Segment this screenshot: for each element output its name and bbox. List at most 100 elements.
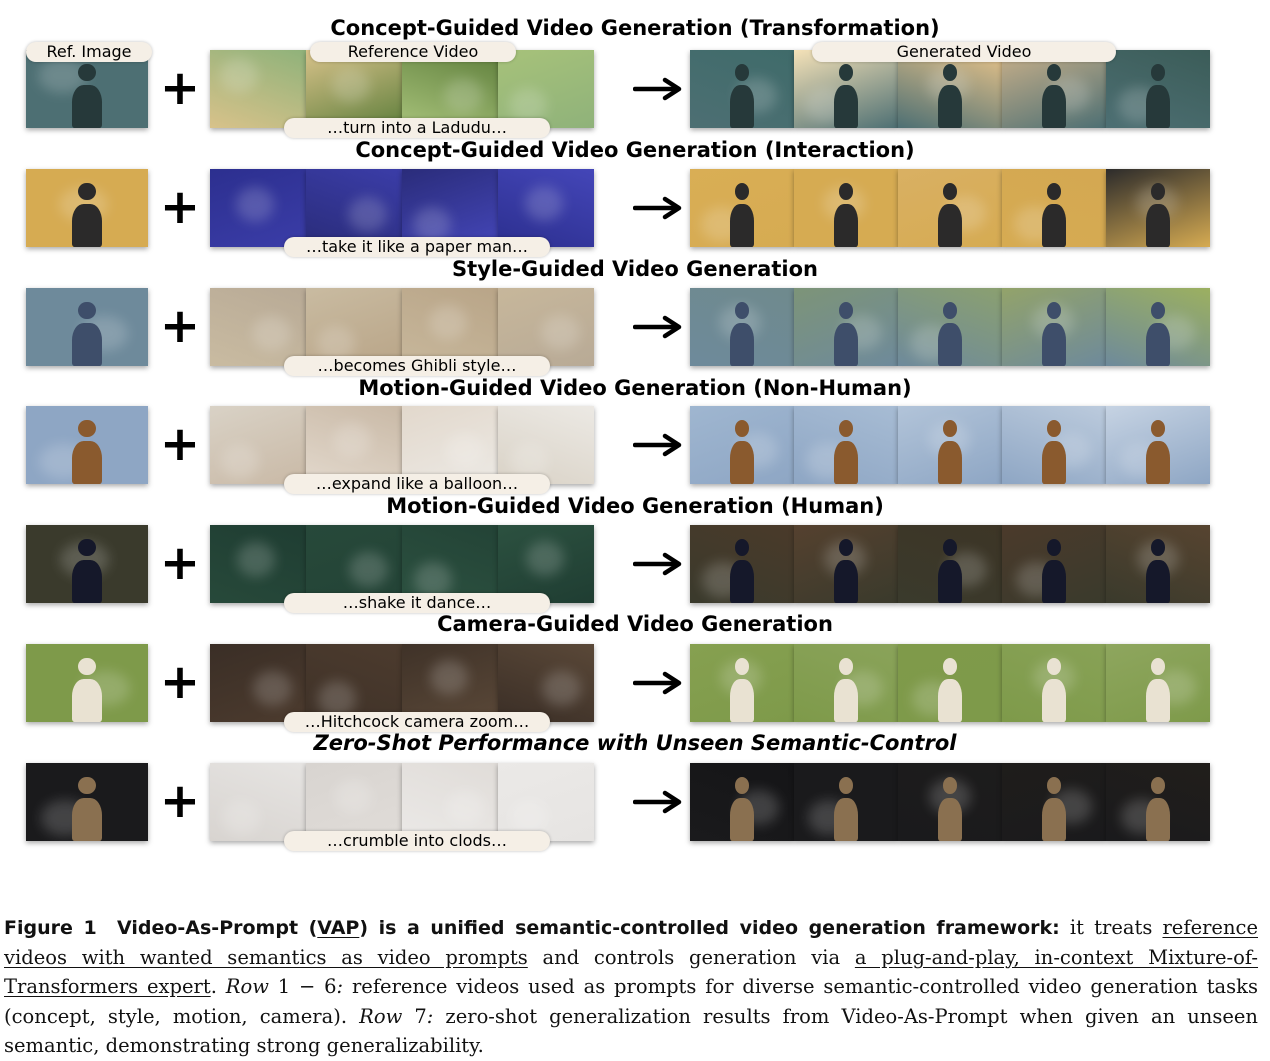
frame-highlight [252, 316, 291, 352]
subject-head [78, 658, 96, 676]
reference-video-frame [306, 406, 402, 484]
reference-video-frame [402, 169, 498, 247]
arrow-right-icon [633, 552, 682, 576]
subject-head [942, 539, 958, 557]
reference-image [26, 50, 148, 128]
subject-body [1041, 560, 1067, 603]
generated-video-frame [690, 525, 794, 603]
figure-label: Figure 1 [4, 916, 97, 939]
subject-body [1145, 798, 1171, 841]
frame-highlight [235, 186, 275, 223]
reference-video-frame [210, 763, 306, 841]
row-title: Style-Guided Video Generation [452, 257, 818, 281]
reference-video-frame [498, 288, 594, 366]
reference-video-frame [306, 50, 402, 128]
subject-head [838, 539, 854, 557]
arrow-right-icon [633, 315, 682, 339]
frame-highlight [508, 88, 547, 124]
subject-body [729, 85, 755, 128]
subject-head [838, 64, 854, 82]
generated-video-frame [1002, 644, 1106, 722]
frame-highlight [349, 552, 388, 588]
subject-body [1145, 560, 1171, 603]
generated-video-frame [898, 406, 1002, 484]
arrow-right-icon [633, 671, 682, 695]
subject-body [833, 441, 859, 484]
subject-head [942, 64, 958, 82]
subject-head [1046, 64, 1062, 82]
subject-body [937, 798, 963, 841]
caption-text: 1 − 6 [268, 975, 337, 999]
subject-body [729, 679, 755, 722]
subject-body [72, 441, 102, 484]
frame-highlight [236, 542, 276, 578]
subject-body [1041, 798, 1067, 841]
caption-text: it treats [1059, 915, 1163, 939]
caption-underline-2: a plug-and-play, in-context Mixture-of-T… [4, 945, 1259, 999]
figure-caption: Figure 1 Video-As-Prompt (VAP) is a unif… [4, 913, 1258, 1061]
row-title: Concept-Guided Video Generation (Transfo… [330, 16, 940, 40]
subject-head [78, 64, 96, 82]
subject-head [942, 302, 958, 320]
subject-head [78, 777, 96, 795]
frame-highlight [220, 444, 259, 480]
subject-body [937, 204, 963, 247]
frame-highlight [541, 315, 580, 351]
generated-video-frame [1106, 525, 1210, 603]
subject-head [942, 777, 958, 795]
subject-body [1145, 85, 1171, 128]
subject-head [942, 658, 958, 676]
reference-video-frame [210, 525, 306, 603]
frame-highlight [331, 67, 371, 104]
reference-video-frame [210, 288, 306, 366]
generated-video-frame [794, 525, 898, 603]
subject-body [72, 679, 102, 722]
generated-video-frame [1106, 50, 1210, 128]
subject-body [1145, 204, 1171, 247]
generated-video-frame [1106, 406, 1210, 484]
generated-video-frame [1106, 288, 1210, 366]
frame-highlight [333, 779, 373, 815]
plus-sign: + [159, 654, 201, 710]
arrow-right-icon [633, 196, 682, 220]
subject-body [72, 560, 102, 603]
subject-body [937, 560, 963, 603]
reference-video-frame [402, 50, 498, 128]
frame-highlight [525, 541, 565, 577]
subject-body [937, 85, 963, 128]
reference-video-frame [210, 644, 306, 722]
reference-video-frame [210, 50, 306, 128]
caption-bold-a: Video-As-Prompt ( [116, 916, 318, 939]
subject-body [729, 441, 755, 484]
generated-video-frame [898, 525, 1002, 603]
subject-body [833, 85, 859, 128]
subject-head [78, 183, 96, 201]
generated-video-frame [690, 763, 794, 841]
caption-bold-b: ) is a unified semantic-controlled video… [359, 916, 1060, 939]
frame-highlight [221, 800, 260, 836]
frame-highlight [429, 660, 469, 696]
frame-highlight [332, 423, 372, 459]
prompt-label: …crumble into clods… [284, 831, 550, 851]
prompt-label: …becomes Ghibli style… [284, 356, 550, 376]
caption-colon: : [426, 1004, 434, 1028]
generated-video-frame [1106, 644, 1210, 722]
generated-video-frame [690, 644, 794, 722]
frame-highlight [444, 78, 483, 114]
reference-image [26, 644, 148, 722]
subject-body [833, 798, 859, 841]
reference-video-frame [402, 644, 498, 722]
subject-head [78, 302, 96, 320]
subject-head [734, 420, 750, 438]
subject-head [734, 777, 750, 795]
reference-video-frame [402, 763, 498, 841]
row-title: Motion-Guided Video Generation (Non-Huma… [358, 376, 912, 400]
frame-highlight [316, 326, 355, 362]
subject-body [1041, 85, 1067, 128]
subject-body [1145, 323, 1171, 366]
frame-highlight [542, 670, 581, 706]
reference-video-frame [402, 406, 498, 484]
subject-head [838, 302, 854, 320]
subject-body [1145, 679, 1171, 722]
subject-head [78, 539, 96, 557]
